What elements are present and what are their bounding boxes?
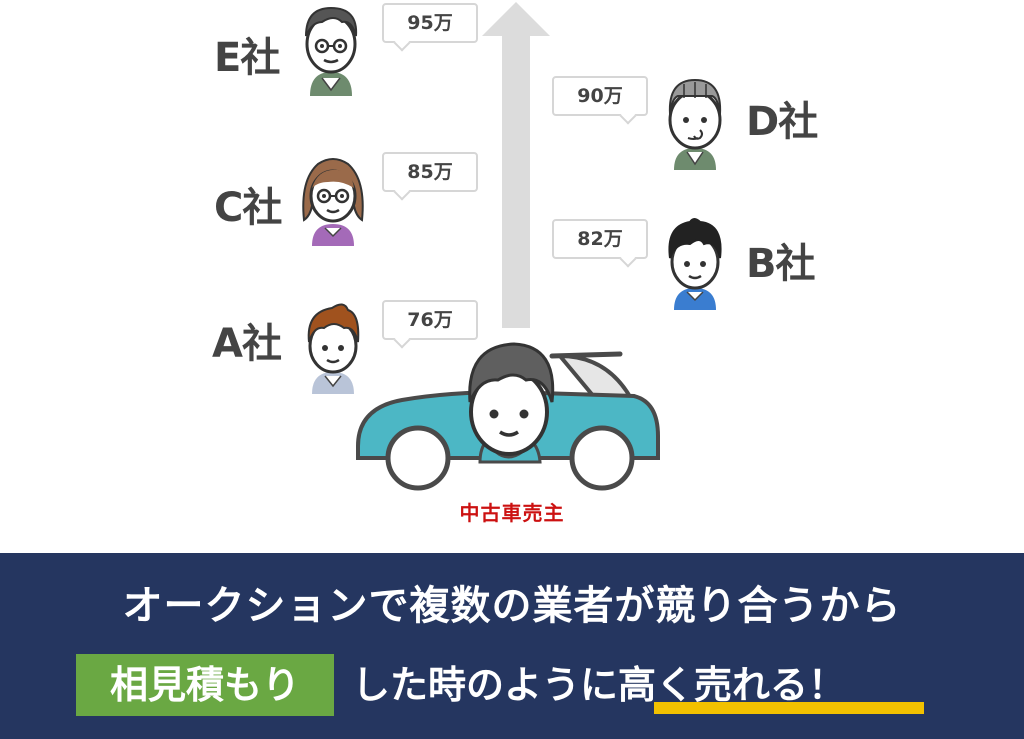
company-label-b: B社 (746, 241, 815, 287)
company-label-d: D社 (746, 99, 818, 145)
message-banner: オークションで複数の業者が競り合うから 相見積もり した時のように高く売れる！ (0, 553, 1024, 739)
buyer-a-avatar-icon (307, 303, 360, 394)
bid-bubble-b: 82万 (552, 219, 648, 259)
company-label-e: E社 (214, 35, 280, 81)
auction-diagram: E社 95万 C社 85万 A社 76万 90万 (0, 0, 1024, 553)
banner-headline: オークションで複数の業者が競り合うから (122, 583, 902, 629)
buyer-c-avatar-icon (302, 158, 364, 246)
company-label-a: A社 (212, 321, 282, 367)
seller-car-icon (356, 342, 660, 491)
bid-bubble-e: 95万 (382, 3, 478, 43)
bid-bubble-d: 90万 (552, 76, 648, 116)
bid-bubble-c: 85万 (382, 152, 478, 192)
buyer-b-avatar-icon (668, 218, 722, 310)
seller-label: 中古車売主 (459, 501, 565, 525)
price-rising-arrow (482, 2, 550, 328)
highlight-badge: 相見積もり (76, 654, 334, 716)
bid-bubble-a: 76万 (382, 300, 478, 340)
emphasis-underline (654, 702, 924, 714)
company-label-c: C社 (214, 185, 282, 231)
banner-subline: した時のように高く売れる！ (352, 654, 846, 716)
subline-emphasis-text: 高く売れる！ (618, 663, 847, 707)
buyer-d-avatar-icon (668, 78, 722, 170)
subline-plain-text: した時のように (352, 663, 619, 707)
buyer-e-avatar-icon (305, 6, 358, 96)
